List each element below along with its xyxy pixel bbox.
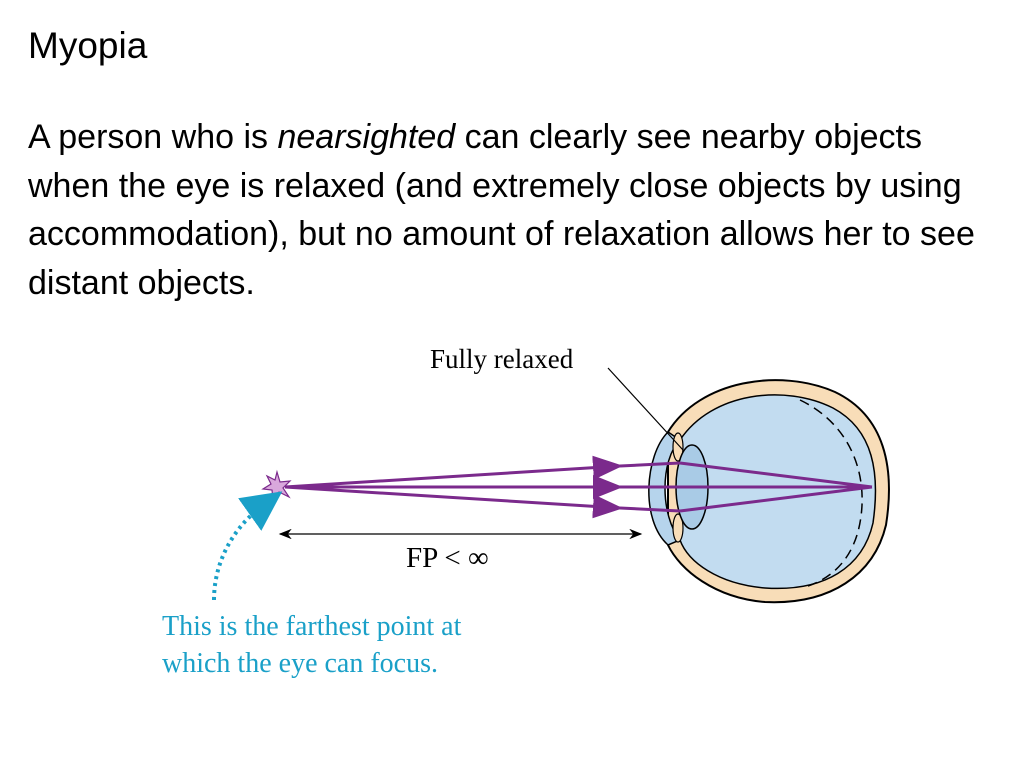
ray-top-in — [284, 455, 623, 489]
emphasis-nearsighted: nearsighted — [277, 118, 456, 156]
note-pointer-arrow — [212, 491, 283, 601]
body-paragraph: A person who is nearsighted can clearly … — [28, 113, 1003, 307]
iris-bottom — [672, 513, 684, 543]
ray-top-out — [619, 461, 681, 468]
retina-dashed — [799, 399, 863, 587]
slide-title: Myopia — [28, 25, 148, 66]
eye-interior — [679, 394, 877, 590]
iris-top — [672, 432, 684, 462]
lens-label: Fully relaxed — [430, 344, 574, 374]
ray-bottom-in — [284, 485, 623, 519]
fp-distance-label: FP < ∞ — [406, 542, 489, 574]
ray-bottom-focus — [679, 485, 873, 513]
note-line-1: This is the farthest point at — [162, 611, 462, 642]
paragraph-rest: can clearly see nearby objects when the … — [28, 118, 975, 302]
ray-top-focus — [679, 461, 873, 489]
paragraph-start: A person who is — [28, 118, 278, 156]
ray-bottom-out — [619, 506, 681, 513]
lens-label-leader — [607, 367, 684, 451]
light-rays — [284, 455, 873, 519]
note-line-2: which the eye can focus. — [162, 648, 438, 679]
eyeball — [648, 379, 890, 604]
